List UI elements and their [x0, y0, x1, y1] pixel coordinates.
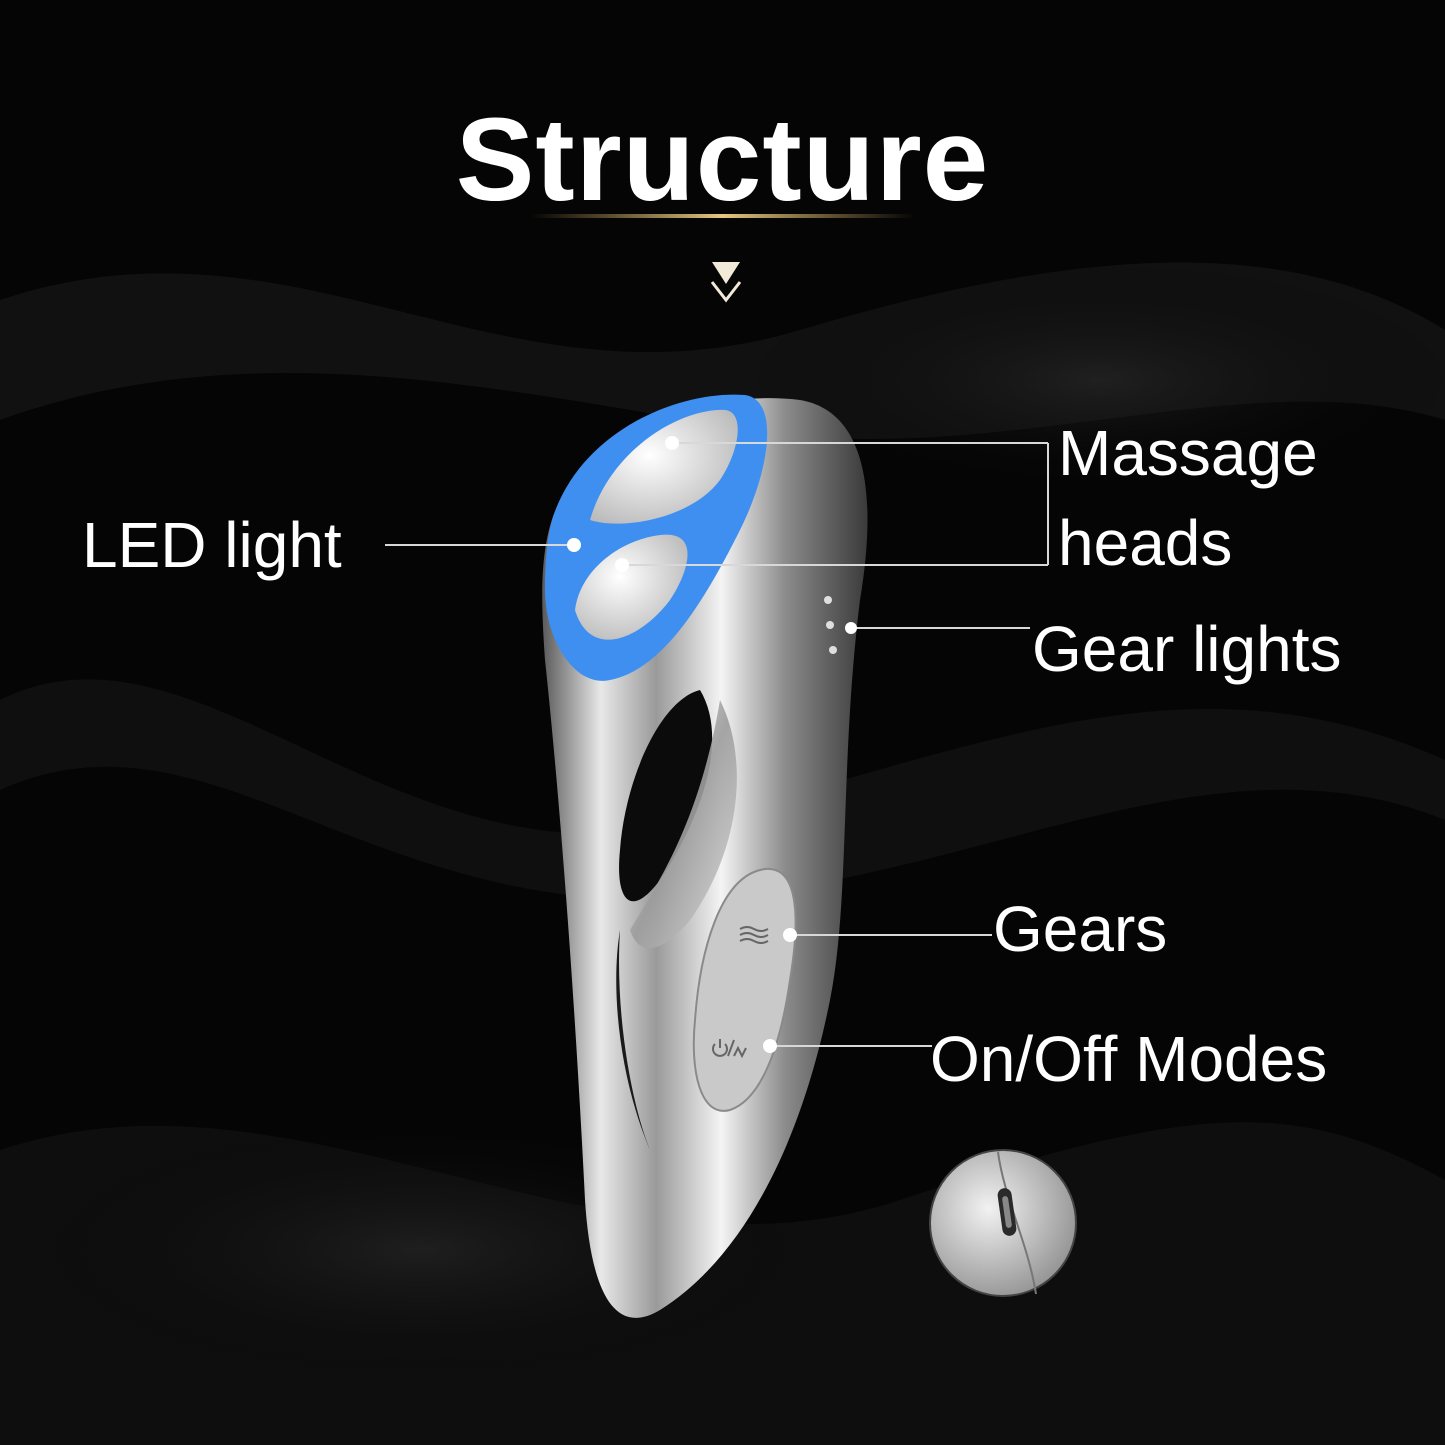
gear-lights-dot [845, 622, 857, 634]
label-gear-lights: Gear lights [1032, 613, 1342, 685]
massage-head-upper [590, 409, 738, 524]
charging-port-zoom [929, 1149, 1077, 1297]
led-light-dot [567, 538, 581, 552]
label-led-light: LED light [82, 509, 342, 581]
massage-head-lower [575, 534, 688, 640]
massage-head-dot-upper [665, 436, 679, 450]
title-underline [530, 214, 915, 218]
page-title: Structure [455, 94, 990, 226]
massage-head-dot-lower [615, 558, 629, 572]
label-on-off-modes: On/Off Modes [930, 1023, 1328, 1095]
label-gears: Gears [993, 893, 1168, 965]
label-massage-heads-line1: Massage [1058, 417, 1318, 489]
label-massage-heads-line2: heads [1058, 507, 1233, 579]
on-off-dot [763, 1039, 777, 1053]
waves-icon [739, 926, 769, 944]
gears-dot [783, 928, 797, 942]
down-arrow-icon [710, 262, 742, 303]
usb-c-port-icon [997, 1188, 1017, 1236]
power-mode-icon [712, 1039, 747, 1059]
